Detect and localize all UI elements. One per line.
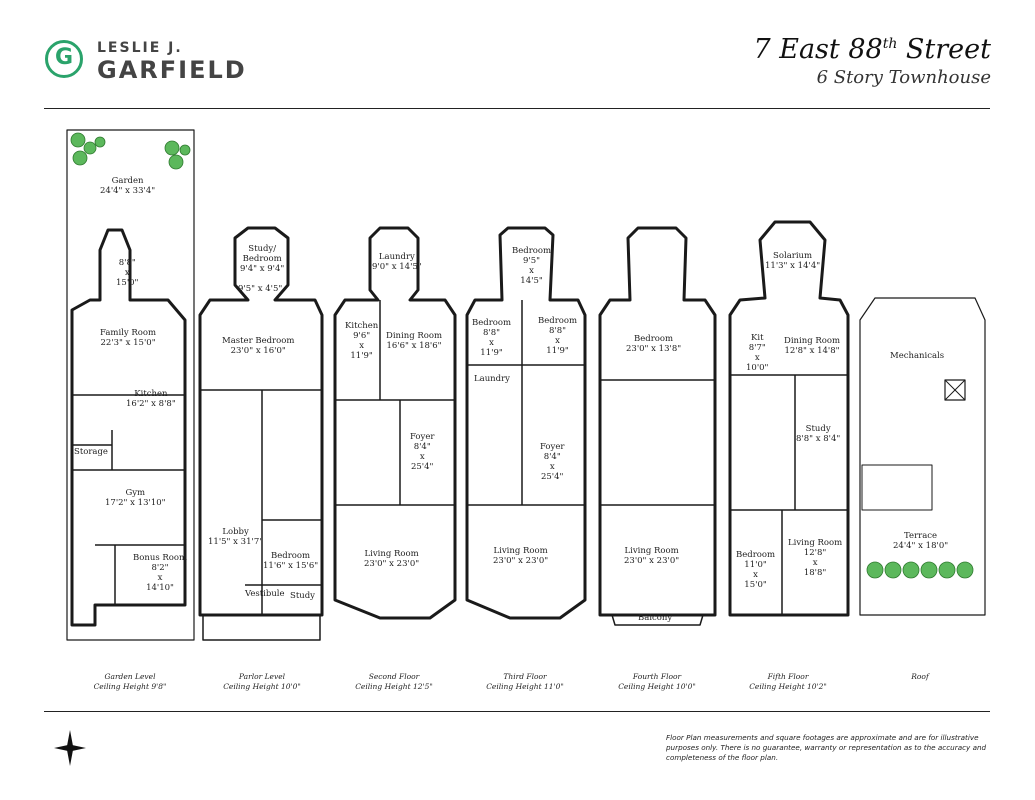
brand-logo: G LESLIE J. GARFIELD — [45, 38, 255, 88]
parlor-level-walls — [198, 226, 324, 617]
brand-line2: GARFIELD — [97, 56, 247, 84]
parlor-size-label: 9'5" x 4'5" — [238, 284, 283, 294]
mechanicals-label: Mechanicals — [890, 351, 945, 361]
disclaimer-text: Floor Plan measurements and square foota… — [666, 733, 987, 762]
property-title: 7 East 88th Street 6 Story Townhouse — [753, 34, 991, 88]
study-parlor-label: Study — [290, 591, 315, 601]
storage-label: Storage — [74, 447, 108, 457]
footer-rule — [44, 711, 990, 712]
fifth-floor-walls — [728, 220, 850, 617]
laundry-third-label: Laundry — [474, 374, 510, 384]
garden-outline — [66, 129, 195, 641]
compass-icon — [54, 730, 86, 766]
fourth-floor-walls — [598, 226, 717, 617]
brand-line1: LESLIE J. — [97, 40, 183, 56]
third-floor-walls — [465, 226, 587, 620]
garden-level-walls — [70, 228, 187, 627]
vestibule-label: Vestibule — [245, 589, 285, 599]
balcony-label: Balcony — [638, 613, 673, 623]
header-rule — [44, 108, 990, 109]
roof-outline — [859, 297, 986, 616]
address: 7 East 88th Street — [753, 34, 991, 65]
trees — [70, 132, 974, 579]
logo-circle-icon — [45, 40, 83, 78]
floor-label-roof: Roof — [911, 672, 929, 681]
property-subtitle: 6 Story Townhouse — [816, 67, 991, 88]
logo-mark: G — [54, 45, 74, 70]
